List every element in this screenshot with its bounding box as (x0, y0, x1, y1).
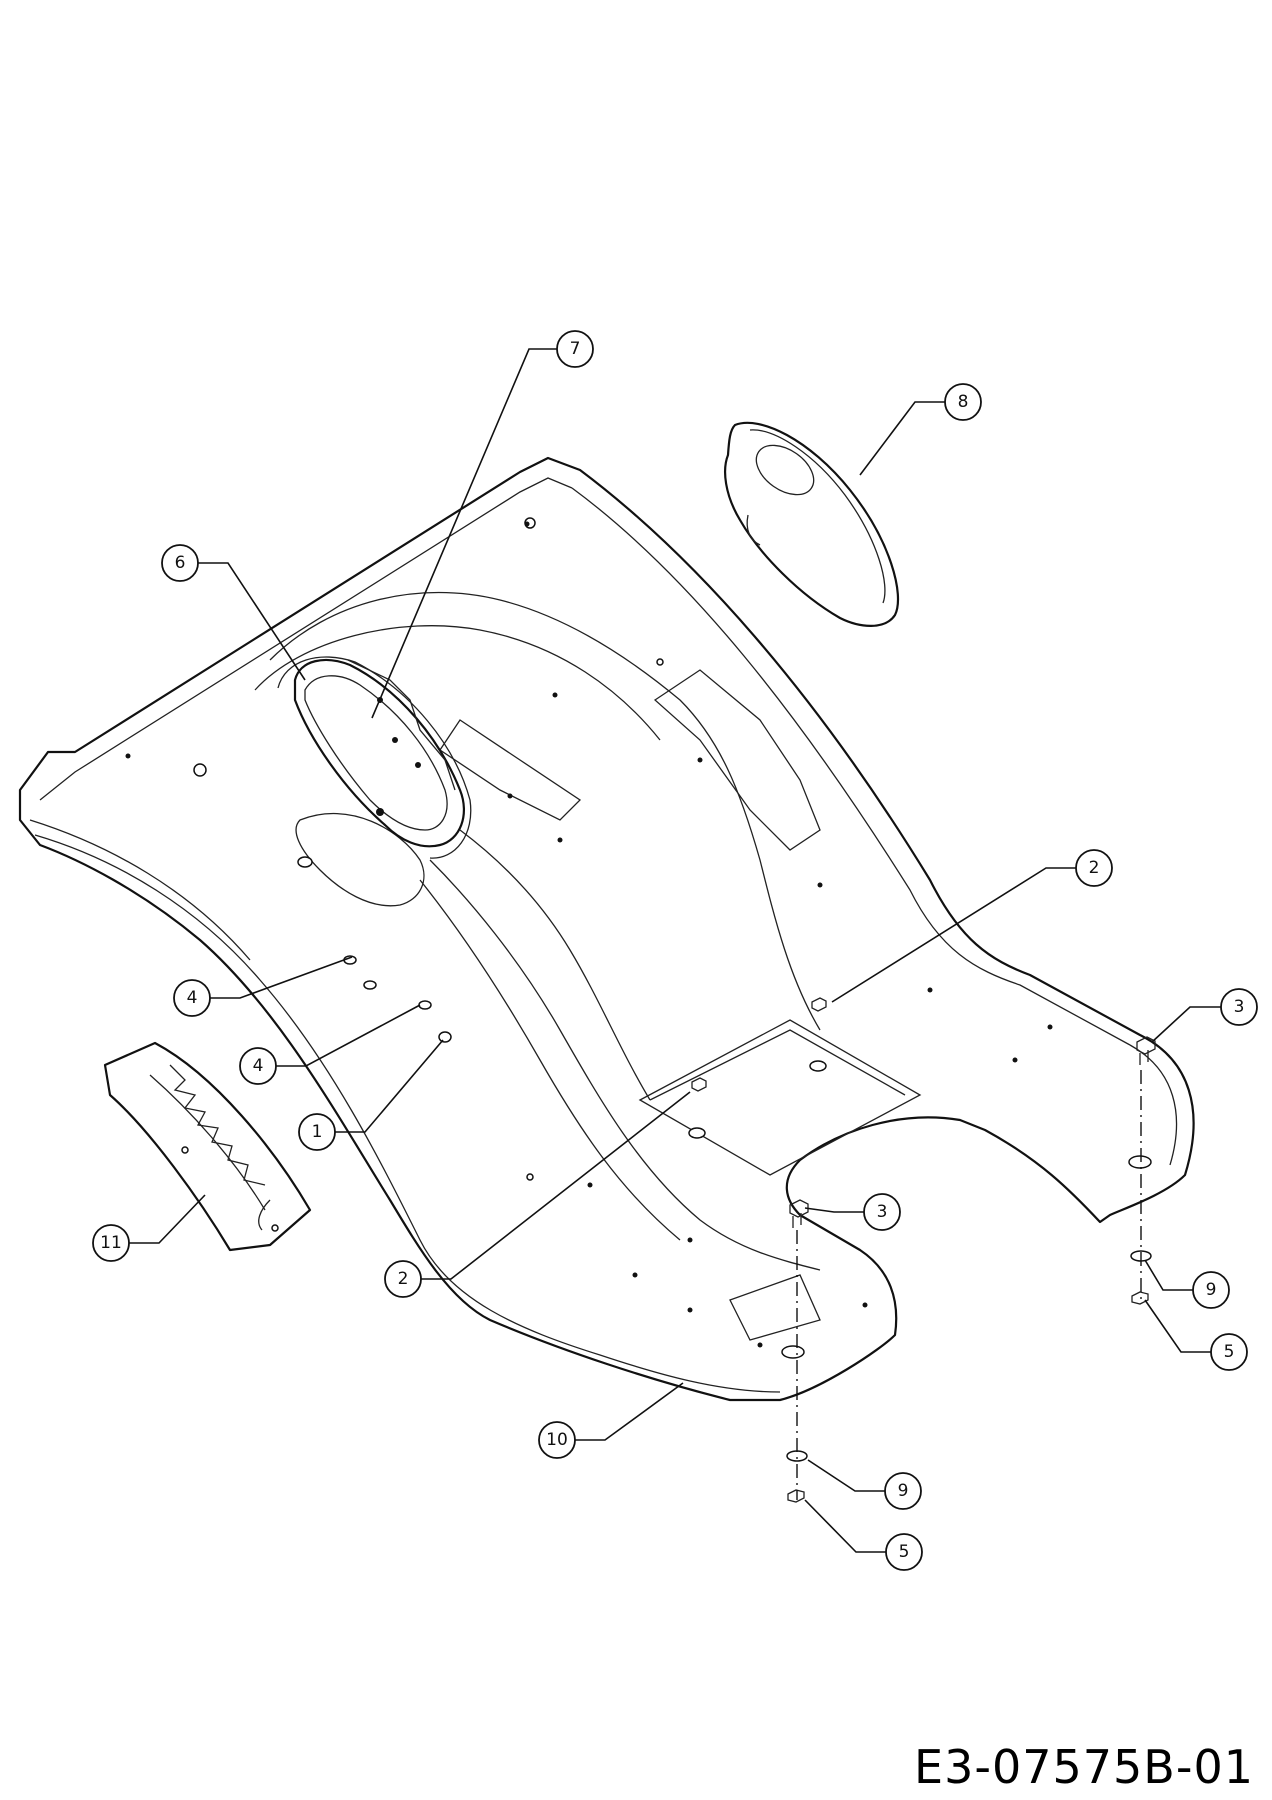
body-shroud-part-10 (18, 456, 1195, 1402)
callout-number: 1 (312, 1122, 323, 1142)
plate-part-11 (103, 1041, 312, 1252)
callout-c2a: 2 (1075, 849, 1113, 887)
callout-number: 11 (100, 1233, 122, 1253)
callout-circle (298, 1113, 336, 1151)
callout-circle (92, 1224, 130, 1262)
callout-number: 5 (899, 1542, 910, 1562)
callout-circle (1075, 849, 1113, 887)
callout-circle (161, 544, 199, 582)
callout-number: 3 (877, 1202, 888, 1222)
leader-lines (129, 348, 1221, 1553)
callout-number: 2 (1089, 858, 1100, 878)
callout-circle (384, 1260, 422, 1298)
callout-circle (863, 1193, 901, 1231)
callout-c9a: 9 (1192, 1271, 1230, 1309)
callout-c8: 8 (944, 383, 982, 421)
callout-circle (556, 330, 594, 368)
callout-circle (1210, 1333, 1248, 1371)
cover-part-8 (724, 421, 900, 627)
callout-c10: 10 (538, 1421, 576, 1459)
callout-c3a: 3 (1220, 988, 1258, 1026)
callout-number: 2 (398, 1269, 409, 1289)
callout-c6: 6 (161, 544, 199, 582)
callout-number: 8 (958, 392, 969, 412)
callout-number: 9 (898, 1481, 909, 1501)
callout-c5a: 5 (1210, 1333, 1248, 1371)
callout-c2b: 2 (384, 1260, 422, 1298)
callout-number: 5 (1224, 1342, 1235, 1362)
callout-circle (885, 1533, 923, 1571)
callout-c4b: 4 (239, 1047, 277, 1085)
callout-c1: 1 (298, 1113, 336, 1151)
callout-c5b: 5 (885, 1533, 923, 1571)
callout-c9b: 9 (884, 1472, 922, 1510)
callout-circle (944, 383, 982, 421)
callout-c7: 7 (556, 330, 594, 368)
callout-bubbles: 7 8 6 2 3 4 4 1 3 9 11 2 5 10 9 5 (92, 330, 1258, 1571)
callout-number: 4 (187, 988, 198, 1008)
steering-console-part-6 (277, 656, 472, 859)
drawing-number: E3-07575B-01 (914, 1740, 1254, 1794)
callout-circle (173, 979, 211, 1017)
callout-c3b: 3 (863, 1193, 901, 1231)
fasteners (297, 856, 1156, 1503)
callout-circle (1220, 988, 1258, 1026)
callout-number: 3 (1234, 997, 1245, 1017)
callout-circle (239, 1047, 277, 1085)
callout-number: 9 (1206, 1280, 1217, 1300)
callout-c4a: 4 (173, 979, 211, 1017)
callout-number: 4 (253, 1056, 264, 1076)
callout-number: 7 (570, 339, 581, 359)
callout-circle (884, 1472, 922, 1510)
callout-number: 6 (175, 553, 186, 573)
callout-c11: 11 (92, 1224, 130, 1262)
callout-circle (1192, 1271, 1230, 1309)
callout-circle (538, 1421, 576, 1459)
callout-number: 10 (546, 1430, 568, 1450)
